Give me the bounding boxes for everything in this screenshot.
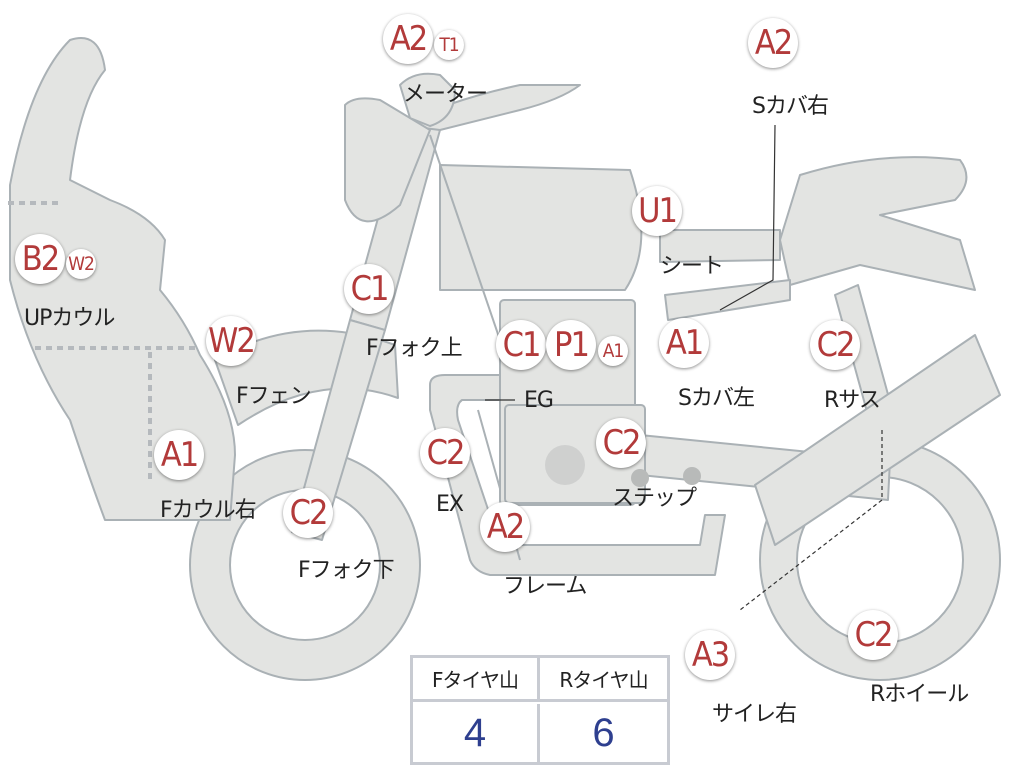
silencer-shape [754,334,1001,546]
front-cowl-right-code-badge: A1 [154,430,204,480]
fork-lower-shape [291,319,386,541]
frame-label: フレーム [503,574,587,599]
rear-suspension-code-badge: C2 [810,320,860,370]
rear-wheel-label: Rホイール [870,682,969,707]
tank-shape [439,164,643,291]
fork-lower-code-badge: C2 [283,488,333,538]
front-fender-label: Fフェン [236,384,312,409]
fairing-shape [9,37,236,521]
front-tire-value: 4 [413,704,540,762]
meter-shape [399,72,456,127]
rear-suspension-label: Rサス [824,388,881,413]
engine-label: EG [524,388,554,413]
engine-code-badge-1: C1 [496,320,546,370]
silencer-right-code-badge: A3 [685,630,735,680]
meter-label: メーター [403,82,488,107]
side-cover-right-label: Sカバ右 [752,94,829,119]
up-cowl-code-badge: B2 [15,234,65,284]
front-fender-code-badge: W2 [206,316,256,366]
side-cover-left-code-badge: A1 [659,318,709,368]
up-cowl-label: UPカウル [24,306,115,331]
frame-shape [429,374,726,576]
fork-upper-label: Fフォク上 [366,336,463,361]
meter-code-badge: A2 [383,14,433,64]
seat-code-badge: U1 [632,186,682,236]
exhaust-code-badge: C2 [420,428,470,478]
tire-tread-table: Fタイヤ山 Rタイヤ山 4 6 [410,655,670,765]
exhaust-label: EX [436,492,464,517]
front-tire-header: Fタイヤ山 [413,658,540,702]
engine-sub-badge: A1 [598,336,628,366]
up-cowl-sub-badge: W2 [66,249,96,279]
side-cover-left-label: Sカバ左 [678,386,755,411]
step-code-badge: C2 [596,418,646,468]
tail-shape [779,156,976,291]
rear-tire-value: 6 [592,711,615,755]
front-cowl-right-label: Fカウル右 [160,498,257,523]
frame-code-badge: A2 [480,502,530,552]
side-cover-right-code-badge: A2 [748,18,798,68]
fork-lower-label: Fフォク下 [298,558,395,583]
rear-tire-header: Rタイヤ山 [540,658,667,702]
step-label: ステップ [612,486,697,511]
seat-label: シート [660,254,724,279]
engine-code-badge-2: P1 [546,320,596,370]
fork-upper-code-badge: C1 [344,264,394,314]
silencer-right-label: サイレ右 [712,702,797,727]
rear-wheel-code-badge: C2 [848,610,898,660]
meter-sub-badge: T1 [434,30,464,60]
